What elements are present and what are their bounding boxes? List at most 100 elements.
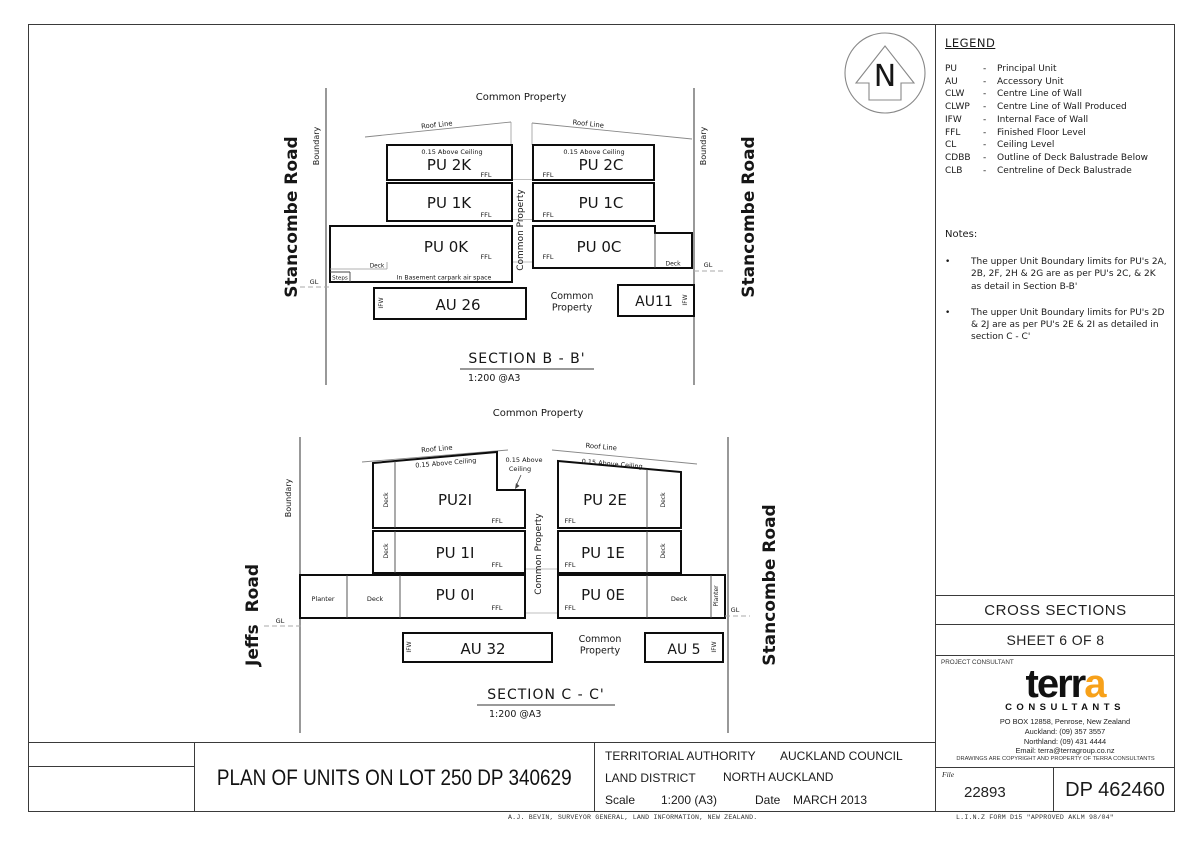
legend-abbr: FFL [945, 127, 961, 138]
ffl-label: FFL [480, 253, 491, 261]
pu-2i-box [372, 450, 526, 529]
file-cell: File 22893 [936, 768, 1054, 812]
ffl-label: FFL [542, 253, 553, 261]
legend-row: PU-Principal Unit [945, 63, 1167, 76]
au-26-box [373, 287, 527, 320]
legend: LEGEND PU-Principal Unit AU-Accessory Un… [945, 36, 1167, 177]
common-property-top-label: Common Property [476, 92, 567, 103]
terra-logo: terra CONSULTANTS PO BOX 12858, Penrose,… [960, 664, 1170, 756]
leader-arrowhead [515, 483, 520, 489]
unit-label-pu0i: PU 0I [436, 586, 475, 604]
ffl-label: FFL [491, 517, 502, 525]
legend-row: CLW-Centre Line of Wall [945, 88, 1167, 101]
ifw-label: IFW [711, 641, 718, 652]
unit-label-pu1e: PU 1E [581, 544, 625, 562]
address-block: PO BOX 12858, Penrose, New Zealand Auckl… [960, 717, 1170, 756]
section-c: Common Property Boundary Jeffs Road Stan… [243, 408, 780, 733]
legend-desc: Centreline of Deck Balustrade [997, 165, 1132, 176]
legend-desc: Finished Floor Level [997, 127, 1086, 138]
legend-abbr: CLW [945, 89, 965, 100]
legend-abbr: IFW [945, 114, 962, 125]
legend-dash: - [983, 89, 987, 100]
above-ceiling-label: 0.15 Above Ceiling [421, 148, 482, 156]
linz-form-note: L.I.N.Z FORM D15 "APPROVED AKLM 98/04" [956, 814, 1114, 821]
ffl-label: FFL [564, 517, 575, 525]
pu-0c-box [532, 225, 693, 269]
north-arrow-circle [844, 32, 926, 114]
pu-0k-box [329, 225, 513, 283]
note-item: •The upper Unit Boundary limits for PU's… [945, 307, 1167, 344]
terra-logo-wordmark: terra [960, 664, 1170, 704]
deck-label: Deck [660, 543, 667, 559]
legend-abbr: CL [945, 140, 957, 151]
gl-label-right: GL [731, 606, 740, 614]
unit-label-pu1c: PU 1C [579, 194, 624, 212]
pu-1c-box [532, 182, 655, 222]
cell-divider [28, 766, 194, 767]
pu-2e-box [557, 459, 682, 529]
address-line: Auckland: (09) 357 3557 [1024, 726, 1106, 736]
common-property-centre-label: Common Property [534, 513, 544, 595]
territorial-authority-label: TERRITORIAL AUTHORITY [605, 749, 756, 763]
ffl-label: FFL [491, 561, 502, 569]
legend-dash: - [983, 64, 987, 74]
note-text: The upper Unit Boundary limits for PU's … [971, 257, 1167, 292]
scale-value: 1:200 (A3) [661, 793, 718, 807]
ifw-label: IFW [682, 294, 689, 305]
road-label-right: Stancombe Road [739, 136, 759, 297]
legend-row: CL-Ceiling Level [945, 139, 1167, 152]
boundary-label-left: Boundary [284, 478, 293, 517]
north-letter: N [874, 59, 896, 94]
copyright-note: DRAWINGS ARE COPYRIGHT AND PROPERTY OF T… [956, 756, 1155, 762]
pu-2c-box [532, 144, 655, 181]
legend-desc: Principal Unit [997, 64, 1057, 74]
consultant-block: PROJECT CONSULTANT terra CONSULTANTS PO … [936, 656, 1175, 768]
unit-label-pu0k: PU 0K [424, 238, 469, 256]
roof-line-label-left: Roof Line [421, 119, 453, 130]
title-block: PLAN OF UNITS ON LOT 250 DP 340629 TERRI… [28, 742, 935, 812]
legend-abbr: CDBB [945, 152, 971, 163]
basement-label: In Basement carpark air space [397, 275, 492, 282]
pu-1e-box [557, 530, 682, 574]
above-ceiling-label: 0.15 Above Ceiling [563, 148, 624, 156]
legend-row: FFL-Finished Floor Level [945, 127, 1167, 140]
au-32-label: AU 32 [460, 640, 505, 658]
title-block-left-cell [28, 743, 195, 812]
ffl-label: FFL [480, 211, 491, 219]
file-row: File 22893 DP 462460 [936, 768, 1175, 812]
ffl-label: FFL [542, 211, 553, 219]
roof-line-label-right: Roof Line [585, 442, 617, 453]
north-arrow: N [844, 32, 926, 114]
legend-dash: - [983, 152, 987, 163]
file-number: 22893 [964, 784, 1006, 801]
bullet: • [945, 307, 951, 318]
legend-row: AU-Accessory Unit [945, 76, 1167, 89]
section-b-title: SECTION B - B' [468, 351, 585, 367]
ffl-label: FFL [480, 171, 491, 179]
ffl-label: FFL [564, 561, 575, 569]
deck-label: Deck [383, 492, 390, 508]
common-property-top-label: Common Property [493, 408, 584, 419]
north-arrow-glyph [854, 45, 916, 101]
legend-dash: - [983, 114, 987, 125]
boundary-label-right: Boundary [699, 126, 708, 165]
logo-subtitle: CONSULTANTS [1005, 702, 1125, 713]
road-label-left: Stancombe Road [282, 136, 302, 297]
pu-1i-box [372, 530, 526, 574]
legend-row: CDBB-Outline of Deck Balustrade Below [945, 152, 1167, 165]
roof-line-label-left: Roof Line [421, 444, 453, 455]
unit-label-pu2i: PU2I [438, 491, 472, 509]
roof-line-left [364, 121, 512, 138]
pu-1k-box [386, 182, 513, 222]
road-label-right: Stancombe Road [760, 504, 780, 665]
logo-terr: terr [1025, 662, 1087, 706]
gl-label-right: GL [704, 261, 713, 269]
plan-title-cell: PLAN OF UNITS ON LOT 250 DP 340629 [195, 743, 595, 812]
legend-abbr: AU [945, 76, 958, 87]
legend-row: CLB-Centreline of Deck Balustrade [945, 165, 1167, 178]
boundary-label-left: Boundary [312, 126, 321, 165]
address-line: PO BOX 12858, Penrose, New Zealand [999, 717, 1131, 726]
project-consultant-label: PROJECT CONSULTANT [941, 659, 1014, 666]
legend-abbr: CLWP [945, 102, 970, 113]
roof-line-right [551, 449, 698, 465]
